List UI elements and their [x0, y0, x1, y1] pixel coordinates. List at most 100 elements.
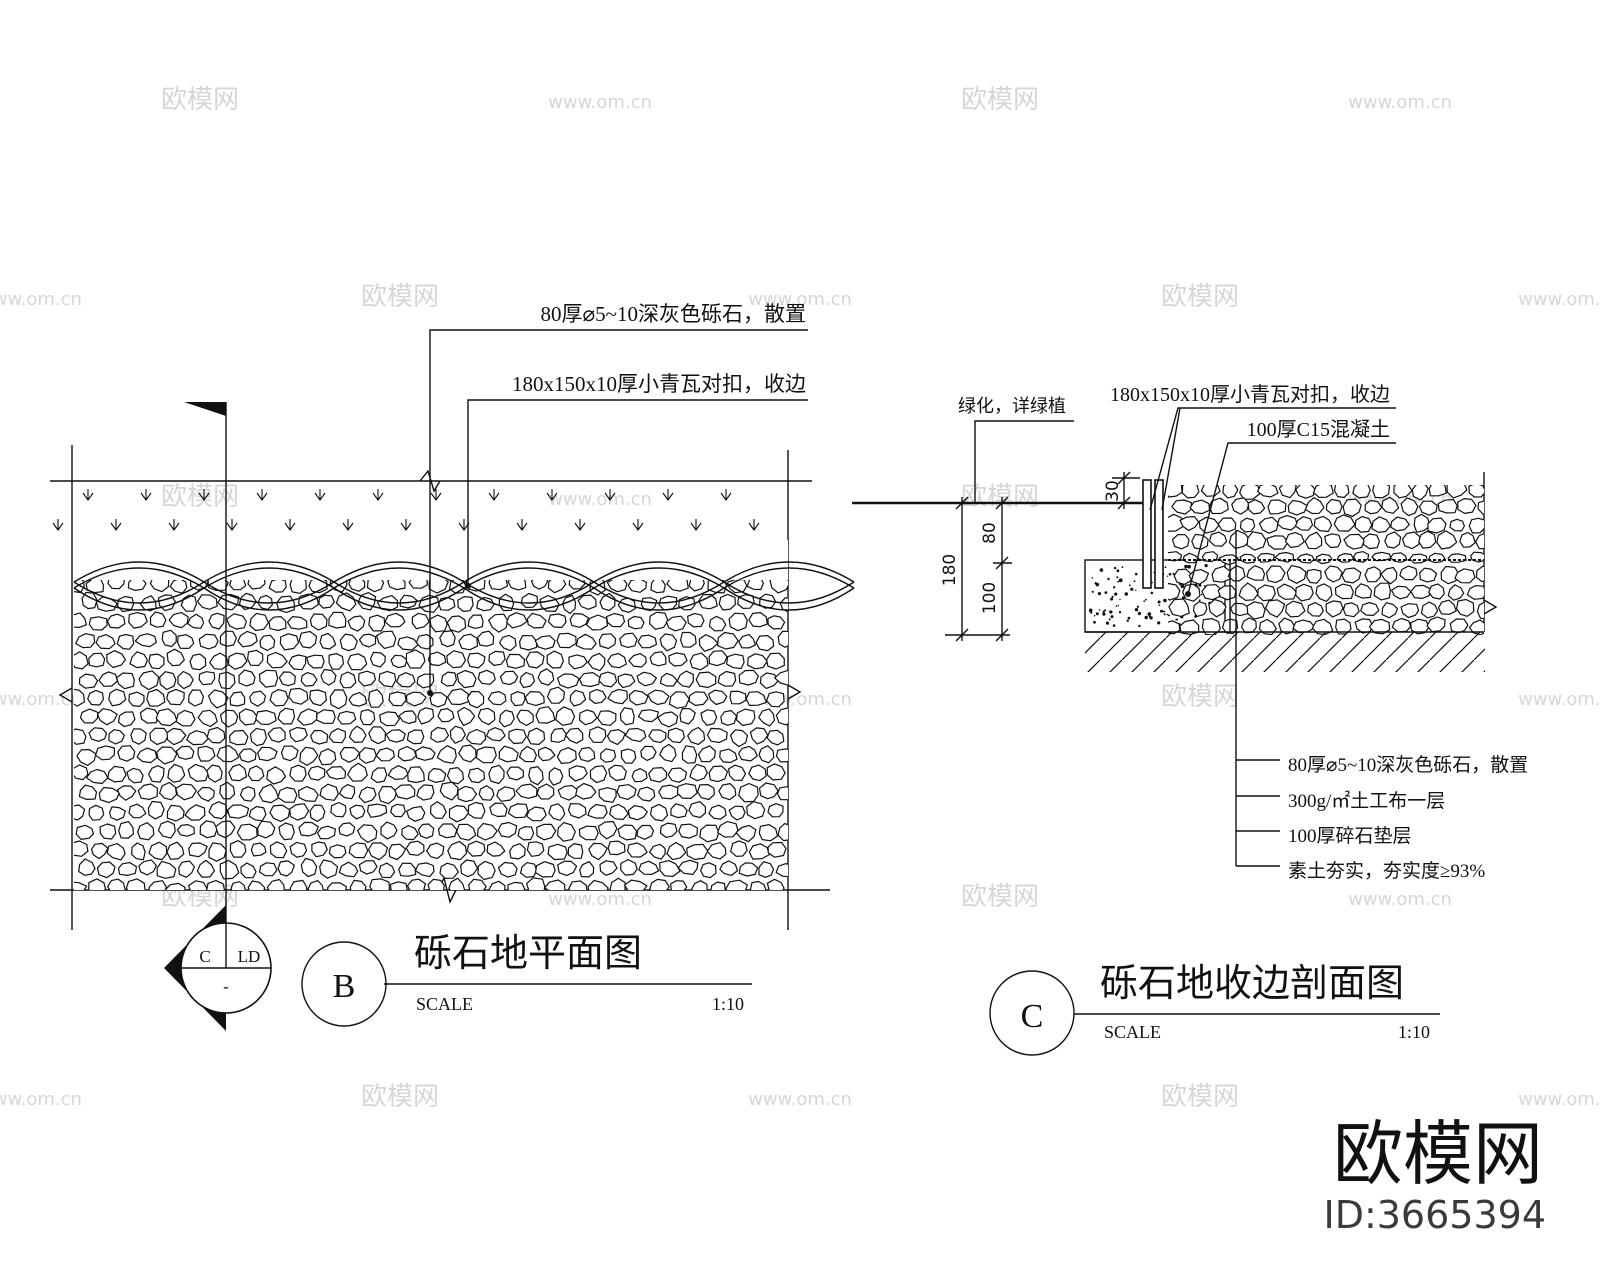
- concrete-dot: [1138, 624, 1141, 628]
- pebble-icon: [219, 859, 240, 880]
- pebble-icon: [277, 786, 298, 803]
- pebble-icon: [1306, 568, 1322, 584]
- pebble-icon: [468, 878, 487, 890]
- pebble-icon: [108, 806, 126, 821]
- pebble-icon: [698, 593, 718, 610]
- pebble-icon: [197, 709, 218, 728]
- pebble-icon: [416, 784, 435, 801]
- pebble-icon: [389, 881, 408, 890]
- pebble-icon: [427, 878, 445, 890]
- pebble-icon: [415, 633, 434, 650]
- concrete-dot: [1113, 586, 1116, 589]
- pebble-icon: [399, 594, 418, 609]
- pebble-icon: [697, 745, 716, 763]
- pebble-icon: [636, 671, 658, 687]
- pebble-icon: [446, 615, 467, 633]
- pebble-icon: [1390, 585, 1412, 600]
- pebble-icon: [166, 688, 185, 706]
- pebble-icon: [506, 766, 525, 781]
- pebble-icon: [116, 633, 135, 650]
- pebble-icon: [534, 635, 556, 650]
- pebble-icon: [359, 747, 377, 764]
- concrete-dot: [1110, 615, 1114, 619]
- watermark-text: 欧模网: [161, 482, 239, 512]
- pebble-icon: [269, 688, 289, 707]
- pebble-icon: [578, 671, 601, 688]
- pebble-icon: [708, 765, 729, 783]
- concrete-dot: [1163, 610, 1166, 613]
- brand-watermark: 欧模网: [1333, 1113, 1543, 1195]
- pebble-icon: [578, 709, 598, 726]
- pebble-icon: [716, 820, 739, 838]
- pebble-icon: [359, 709, 376, 726]
- concrete-dot: [1204, 564, 1208, 568]
- pebble-icon: [695, 671, 717, 689]
- concrete-dot: [1137, 611, 1142, 616]
- pebble-icon: [1217, 585, 1237, 601]
- concrete-dot: [1163, 598, 1167, 603]
- pebble-icon: [556, 747, 577, 765]
- pebble-icon: [388, 691, 407, 707]
- pebble-icon: [498, 709, 515, 728]
- pebble-icon: [507, 803, 529, 819]
- pebble-icon: [266, 878, 285, 890]
- pebble-icon: [1457, 498, 1477, 515]
- pebble-icon: [598, 633, 617, 650]
- pebble-icon: [266, 766, 287, 785]
- pebble-icon: [169, 578, 188, 594]
- pebble-icon: [526, 727, 546, 746]
- pebble-icon: [427, 767, 447, 784]
- pebble-icon: [676, 783, 698, 800]
- concrete-dot: [1108, 618, 1111, 621]
- pebble-icon: [446, 650, 467, 669]
- pebble-icon: [1428, 583, 1445, 600]
- pebble-icon: [375, 747, 395, 762]
- plant-mark-icon: [400, 519, 412, 531]
- pebble-icon: [268, 578, 287, 593]
- concrete-dot: [1150, 591, 1154, 595]
- scallop-arc: [723, 587, 855, 611]
- watermark-text: www.om.cn: [748, 289, 852, 310]
- pebble-icon: [1230, 602, 1250, 617]
- pebble-icon: [657, 711, 679, 728]
- pebble-icon: [1390, 516, 1410, 532]
- pebble-icon: [564, 727, 584, 744]
- pebble-icon: [300, 857, 318, 878]
- pebble-icon: [129, 651, 148, 669]
- concrete-dot: [1116, 569, 1120, 573]
- pebble-icon: [1228, 529, 1252, 550]
- dim-80: 80: [980, 522, 1000, 544]
- pebble-icon: [748, 611, 768, 628]
- pebble-icon: [1410, 584, 1432, 600]
- pebble-icon: [659, 822, 678, 839]
- watermark-text: www.om.cn: [548, 92, 652, 113]
- pebble-icon: [397, 745, 417, 762]
- tick: [955, 496, 969, 510]
- pebble-icon: [117, 861, 138, 877]
- pebble-icon: [406, 805, 426, 822]
- pebble-icon: [311, 841, 328, 858]
- pebble-icon: [380, 821, 398, 840]
- pebble-icon: [520, 592, 539, 609]
- pebble-icon: [568, 654, 588, 670]
- pebble-icon: [148, 841, 168, 861]
- pebble-icon: [430, 726, 450, 743]
- pebble-icon: [1307, 601, 1324, 617]
- plant-mark-icon: [82, 489, 94, 501]
- title-letter: B: [333, 968, 356, 1005]
- pebble-icon: [1313, 515, 1333, 533]
- pebble-icon: [1168, 582, 1181, 601]
- dim-30: 30: [1103, 480, 1123, 502]
- pebble-icon: [775, 862, 788, 878]
- pebble-icon: [348, 842, 369, 859]
- pebble-icon: [457, 706, 476, 727]
- scallop-arc: [73, 561, 205, 583]
- pebble-icon: [544, 879, 566, 890]
- pebble-icon: [249, 727, 267, 747]
- pebble-icon: [239, 786, 256, 802]
- pebble-icon: [405, 840, 425, 856]
- pebble-icon: [74, 804, 86, 821]
- pebble-icon: [637, 709, 659, 723]
- pebble-icon: [1246, 565, 1266, 581]
- pebble-icon: [219, 630, 237, 647]
